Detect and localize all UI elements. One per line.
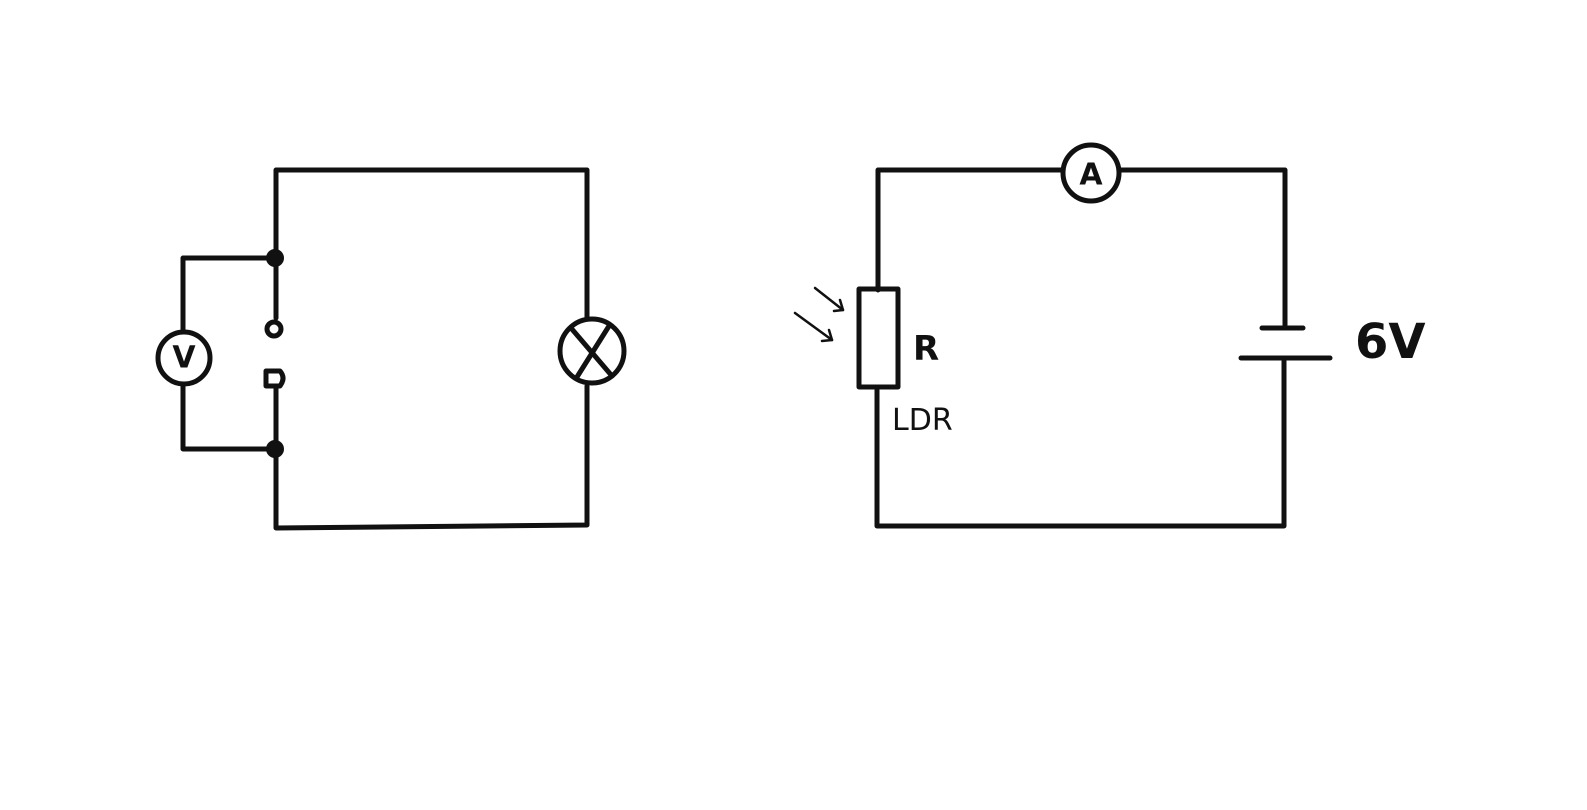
right-wire-bottom — [874, 358, 1287, 529]
light-arrows-icon — [793, 286, 845, 343]
lamp-icon — [557, 316, 627, 386]
left-wire-bottom — [273, 383, 590, 531]
light-arrow-upper-head — [832, 298, 845, 313]
right-wire-top-right — [1118, 167, 1288, 328]
ammeter-label: A — [1079, 158, 1103, 193]
switch-contact-upper — [264, 319, 284, 339]
light-arrow-lower-shaft — [793, 311, 834, 342]
left-wire-top — [273, 167, 590, 321]
ammeter-ring — [1060, 142, 1122, 204]
right-circuit: A R LDR 6V — [793, 142, 1426, 529]
voltmeter-ring — [155, 329, 213, 387]
lamp-cross-b — [574, 323, 612, 380]
resistor-type-label: LDR — [892, 403, 953, 438]
voltmeter-wire-bottom — [180, 383, 278, 452]
ldr-icon — [856, 286, 901, 390]
lamp-ring — [557, 316, 627, 386]
ammeter-icon: A — [1060, 142, 1122, 204]
left-circuit: V — [155, 167, 627, 531]
resistor-symbol-label: R — [913, 329, 939, 369]
voltmeter-wire-top — [180, 255, 278, 333]
cell-voltage-label: 6V — [1355, 314, 1426, 370]
right-wire-top-left — [875, 167, 1065, 293]
open-switch-icon — [263, 255, 286, 453]
voltmeter-icon: V — [155, 329, 213, 387]
voltmeter-label: V — [172, 341, 196, 376]
light-arrow-lower-head — [820, 328, 834, 343]
switch-contact-lower — [263, 368, 286, 389]
cell-icon — [1238, 325, 1333, 361]
light-arrow-upper-shaft — [813, 286, 845, 312]
ldr-body — [856, 286, 901, 390]
